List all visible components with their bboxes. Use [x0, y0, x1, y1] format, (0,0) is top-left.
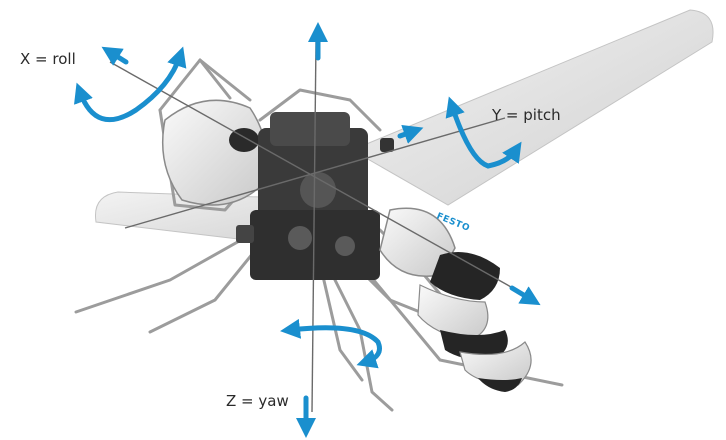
abdomen-tip — [478, 378, 522, 392]
leg-front-left — [74, 233, 252, 314]
mechanics — [236, 112, 394, 280]
head-eye — [229, 128, 259, 152]
label-x-roll: X = roll — [20, 50, 76, 68]
leg-left-mid — [148, 240, 264, 334]
arrow-x-forward — [101, 46, 129, 66]
arrow-y-right — [397, 124, 424, 144]
arrow-yaw — [280, 318, 382, 369]
abdomen-band-1 — [430, 251, 500, 300]
body-frame — [258, 88, 382, 132]
label-z-yaw: Z = yaw — [226, 392, 289, 410]
head-shell — [162, 99, 268, 206]
arrow-pitch — [445, 96, 522, 169]
abdomen-mid — [417, 284, 489, 341]
head-frame-2 — [198, 58, 232, 100]
wing-upper-right — [350, 9, 714, 206]
arrow-roll — [74, 46, 187, 123]
arrow-x-back — [509, 285, 541, 306]
axis-arrows — [74, 22, 541, 438]
label-y-pitch: Y = pitch — [492, 106, 561, 124]
head — [162, 99, 268, 206]
abdomen: FESTO — [379, 207, 532, 392]
